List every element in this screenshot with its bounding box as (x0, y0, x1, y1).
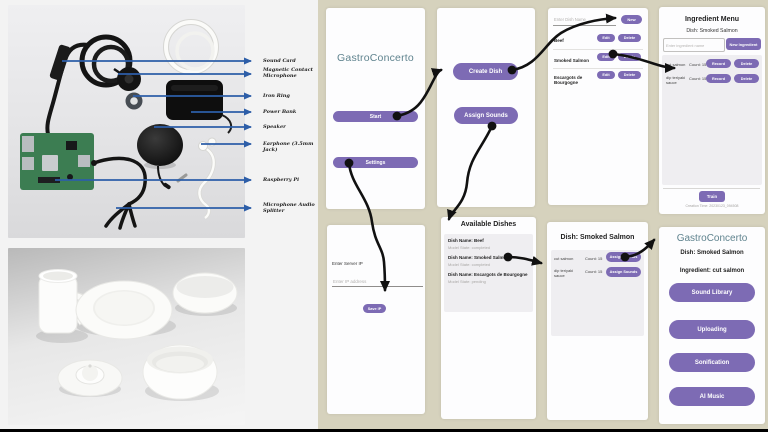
train-button[interactable]: Train (699, 191, 725, 202)
ingredient-count: Count: 15 (689, 62, 707, 67)
audio-splitter-shape (91, 156, 147, 230)
screen-dish-list: Enter Dish Name New Beef Edit Delete Smo… (548, 8, 648, 205)
edit-button[interactable]: Edit (597, 53, 615, 61)
screen-sound-menu: GastroConcerto Dish: Smoked Salmon Ingre… (659, 227, 765, 424)
hardware-components-photo (8, 5, 245, 238)
start-button[interactable]: Start (333, 111, 418, 122)
raspberry-pi-shape (20, 133, 94, 190)
dishes-photo-illustration (36, 269, 238, 401)
dish-detail-title: Dish: Smoked Salmon (560, 234, 635, 241)
available-dish-name[interactable]: Dish Name: Smoked Salmon (448, 255, 510, 260)
label-audio-splitter: Microphone Audio Splitter (263, 202, 315, 215)
label-sound-card: Sound Card (263, 58, 296, 64)
available-dishes-title: Available Dishes (460, 221, 517, 228)
dish-row-name: Smoked Salmon (554, 58, 590, 63)
screen-ingredient-menu: Ingredient Menu Dish: Smoked Salmon Ente… (659, 7, 765, 214)
available-dish-name[interactable]: Dish Name: Escargots de Bourgogne (448, 272, 528, 277)
row-divider (553, 68, 643, 69)
ingredient-menu-title: Ingredient Menu (684, 16, 740, 23)
screen-home: GastroConcerto Start Settings (326, 8, 425, 209)
sound-menu-ingredient: Ingredient: cut salmon (679, 268, 745, 274)
power-bank-shape (166, 80, 233, 134)
delete-button[interactable]: Delete (618, 53, 641, 61)
hardware-photo-illustration (20, 19, 233, 230)
ingredient-name: cut salmon (666, 62, 686, 67)
ingredient-name: dip teriyaki sauce (554, 268, 574, 278)
delete-button[interactable]: Delete (734, 74, 759, 83)
assign-sounds-row-button[interactable]: Assign Sounds (606, 252, 641, 262)
server-ip-label: Enter Server IP (332, 261, 363, 266)
hardware-and-dishes-panel: Sound Card Magnetic Contact Microphone I… (0, 0, 318, 429)
sound-library-button[interactable]: Sound Library (669, 283, 755, 302)
ingredient-count: Count: 15 (585, 256, 603, 261)
label-earphone: Earphone (3.5mm Jack) (263, 141, 314, 154)
row-divider (553, 49, 643, 50)
white-cable-shape (163, 19, 219, 75)
ingredient-menu-dish: Dish: Smoked Salmon (686, 28, 738, 34)
new-dish-button[interactable]: New (621, 15, 642, 24)
white-tableware-photo (8, 248, 245, 425)
lid-shape (57, 359, 123, 397)
ingredient-name: cut salmon (554, 256, 574, 261)
sound-menu-dish: Dish: Smoked Salmon (680, 250, 744, 256)
available-dish-name[interactable]: Dish Name: Beef (448, 238, 484, 243)
deep-bowl-shape (142, 344, 218, 400)
screen-settings: Enter Server IP Enter IP address Save IP (327, 225, 425, 414)
screen-dish-detail: Dish: Smoked Salmon cut salmon Count: 15… (547, 222, 648, 420)
ingredient-count: Count: 15 (689, 76, 707, 81)
ai-music-button[interactable]: AI Music (669, 387, 755, 406)
small-bowl-shape (172, 272, 238, 314)
ingredient-list-panel: cut salmon Count: 15 Record Delete dip t… (662, 55, 762, 185)
create-dish-button[interactable]: Create Dish (453, 63, 518, 80)
ingredient-name-input[interactable]: Enter ingredient name (663, 38, 725, 52)
delete-button[interactable]: Delete (618, 71, 641, 79)
ip-address-input[interactable]: Enter IP address (333, 279, 367, 284)
uploading-button[interactable]: Uploading (669, 320, 755, 339)
edit-button[interactable]: Edit (597, 71, 615, 79)
footer-divider (663, 188, 760, 189)
label-iron-ring: Iron Ring (263, 93, 290, 99)
dish-name-input-underline (553, 25, 616, 26)
label-speaker: Speaker (263, 124, 286, 130)
app-title: GastroConcerto (337, 52, 414, 64)
ingredient-name: dip teriyaki sauce (666, 75, 686, 85)
available-dishes-list: Dish Name: Beef Model State: completed D… (444, 234, 533, 312)
assign-sounds-button[interactable]: Assign Sounds (454, 107, 518, 124)
record-button[interactable]: Record (706, 74, 731, 83)
screen-available-dishes: Available Dishes Dish Name: Beef Model S… (441, 217, 536, 419)
available-dish-state: Model State: completed (448, 262, 491, 267)
sound-card-shape (49, 44, 71, 81)
save-ip-button[interactable]: Save IP (363, 304, 386, 313)
new-ingredient-button[interactable]: New Ingredient (726, 38, 761, 50)
ingredient-count: Count: 15 (585, 269, 603, 274)
ip-input-underline (332, 286, 423, 287)
label-power-bank: Power Bank (263, 109, 297, 115)
screen-menu: Create Dish Assign Sounds (437, 8, 535, 207)
available-dish-state: Model State: completed (448, 245, 491, 250)
creation-time: Creation Time: 20230123_094508 (685, 204, 739, 208)
dish-row-name: Beef (554, 38, 564, 43)
dish-name-input[interactable]: Enter Dish Name (554, 17, 586, 22)
sonification-button[interactable]: Sonification (669, 353, 755, 372)
available-dish-state: Model State: pending (448, 279, 486, 284)
record-button[interactable]: Record (706, 59, 731, 68)
label-raspberry-pi: Raspberry Pi (263, 177, 300, 183)
delete-button[interactable]: Delete (734, 59, 759, 68)
dish-row-name: Escargots de Bourgogne (554, 75, 583, 85)
settings-button[interactable]: Settings (333, 157, 418, 168)
speaker-shape (137, 124, 183, 190)
delete-button[interactable]: Delete (618, 34, 641, 42)
sound-menu-title: GastroConcerto (676, 233, 748, 244)
dish-detail-list: cut salmon Count: 15 Assign Sounds dip t… (551, 250, 644, 336)
edit-button[interactable]: Edit (597, 34, 615, 42)
plate-shape (75, 280, 173, 340)
label-contact-microphone: Magnetic Contact Microphone (263, 67, 313, 80)
label-arrows (55, 57, 252, 212)
assign-sounds-row-button[interactable]: Assign Sounds (606, 267, 641, 277)
